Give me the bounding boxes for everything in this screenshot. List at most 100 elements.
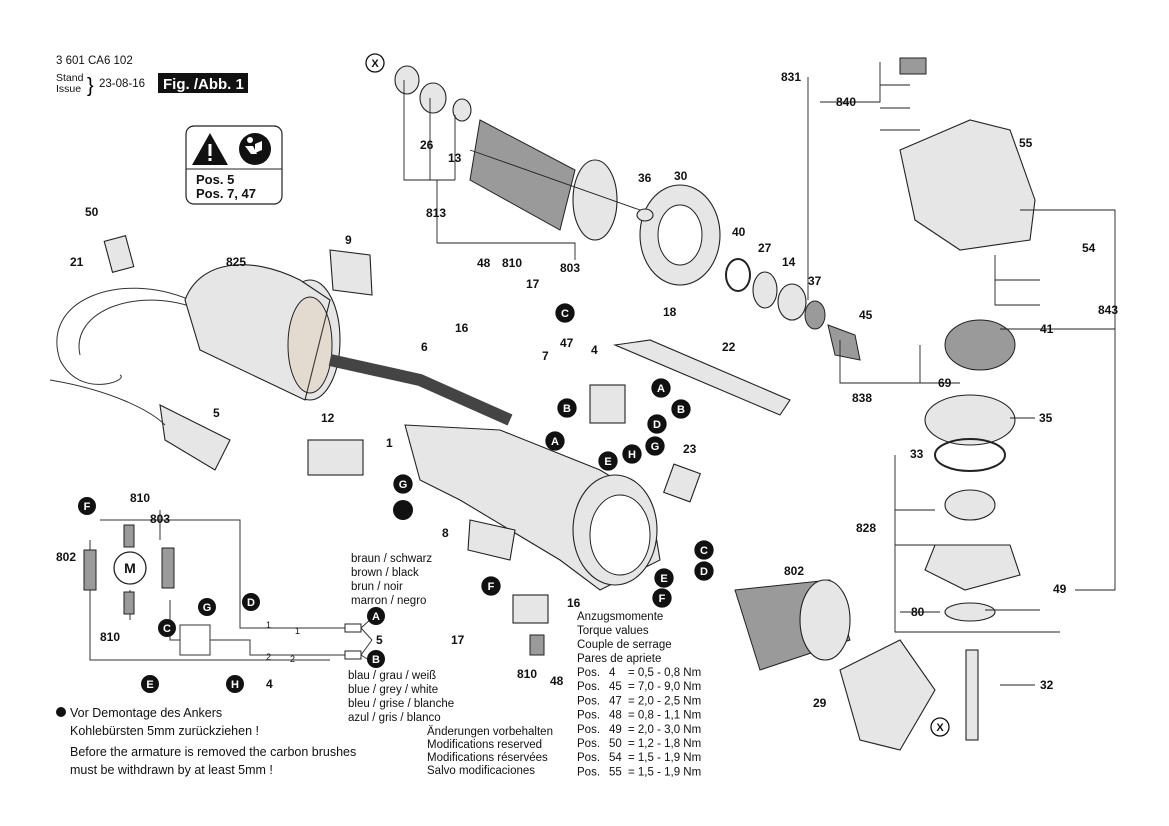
circuit-marker	[198, 598, 216, 616]
part-callout: 4	[591, 343, 598, 357]
part-callout: 17	[526, 277, 540, 291]
marker-circle	[365, 53, 385, 73]
part-callout: 54	[1082, 241, 1096, 255]
marker-circle	[930, 717, 950, 737]
footnote-de-1: Vor Demontage des Ankers	[70, 706, 222, 720]
part-callout: 35	[1039, 411, 1053, 425]
modifications-note: Änderungen vorbehalten Modifications res…	[427, 726, 553, 777]
brace: }	[87, 75, 94, 97]
torque-value: = 0,5 - 0,8 Nm	[628, 667, 701, 679]
torque-pos-number: 48	[609, 710, 622, 722]
torque-value: = 1,5 - 1,9 Nm	[628, 752, 701, 764]
marker-letter: C	[700, 545, 708, 557]
part-callout: 16	[567, 596, 581, 610]
torque-title: Couple de serrage	[577, 639, 672, 651]
marker-letter: C	[561, 308, 569, 320]
torque-pos: Pos.	[577, 766, 600, 778]
marker-circle	[622, 444, 642, 464]
wire-color-legend-top: braun / schwarz brown / black brun / noi…	[351, 553, 432, 607]
marker-letter: G	[651, 441, 660, 453]
marker-circle	[694, 561, 714, 581]
torque-title: Torque values	[577, 625, 649, 637]
modifications-line: Änderungen vorbehalten	[427, 726, 553, 738]
wiring-schematic	[83, 510, 373, 663]
part-callout: 30	[674, 169, 688, 183]
torque-values: Anzugsmomente Torque values Couple de se…	[577, 611, 701, 778]
circuit-marker	[158, 619, 176, 637]
circuit-marker	[242, 593, 260, 611]
terminal-number: 1	[266, 620, 271, 630]
torque-pos: Pos.	[577, 695, 600, 707]
torque-pos-number: 54	[609, 752, 622, 764]
marker-letter: A	[657, 383, 665, 395]
part-shapes	[49, 57, 1116, 751]
part-callout: 40	[732, 225, 746, 239]
figure-label: Fig. /Abb. 1	[163, 76, 244, 93]
torque-pos: Pos.	[577, 667, 600, 679]
part-callout: 840	[836, 95, 856, 109]
part-callout: 23	[683, 442, 697, 456]
marker-circle	[647, 414, 667, 434]
part-callout: 80	[911, 605, 925, 619]
wire-color: marron / negro	[351, 595, 426, 607]
warning-box: Pos. 5 Pos. 7, 47	[185, 125, 283, 205]
marker-circle	[598, 451, 618, 471]
torque-value: = 0,8 - 1,1 Nm	[628, 710, 701, 722]
figure-badge	[158, 73, 248, 93]
part-callout: 14	[782, 255, 796, 269]
part-callout: 838	[852, 391, 872, 405]
part-callout: 50	[85, 205, 99, 219]
circuit-label: 4	[266, 677, 273, 691]
part-callout: 9	[345, 233, 352, 247]
marker-letter: A	[551, 436, 559, 448]
part-callout: 33	[910, 447, 924, 461]
warning-pos-1: Pos. 5	[196, 172, 234, 187]
part-callout: 7	[542, 349, 549, 363]
torque-pos-number: 45	[609, 681, 622, 693]
modifications-line: Salvo modificaciones	[427, 765, 535, 777]
circuit-label: 810	[100, 630, 120, 644]
torque-pos: Pos.	[577, 681, 600, 693]
marker-letter: D	[700, 566, 708, 578]
part-callout: 49	[1053, 582, 1067, 596]
warning-triangle-icon	[192, 133, 228, 165]
part-callout: 843	[1098, 303, 1118, 317]
circuit-label: M	[124, 560, 136, 576]
stand-label: Stand	[56, 72, 84, 84]
modifications-line: Modifications réservées	[427, 752, 548, 764]
torque-pos-number: 50	[609, 738, 622, 750]
bullet-dot	[56, 707, 66, 717]
part-callout: 41	[1040, 322, 1054, 336]
torque-value: = 1,2 - 1,8 Nm	[628, 738, 701, 750]
torque-pos: Pos.	[577, 710, 600, 722]
part-callout: 13	[448, 151, 462, 165]
circuit-label: 802	[56, 550, 76, 564]
circuit-marker-letter: C	[163, 623, 171, 635]
circuit-marker-letter: G	[203, 602, 212, 614]
part-callout: 802	[784, 564, 804, 578]
marker-letter: X	[371, 58, 379, 70]
part-callout: 45	[859, 308, 873, 322]
wire-color: brun / noir	[351, 581, 403, 593]
marker-circle	[545, 431, 565, 451]
part-callout: 18	[663, 305, 677, 319]
marker-circle	[481, 576, 501, 596]
marker-letter: D	[653, 419, 661, 431]
torque-title: Pares de apriete	[577, 653, 661, 665]
torque-pos: Pos.	[577, 738, 600, 750]
part-callout: 48	[477, 256, 491, 270]
marker-letter: E	[660, 573, 667, 585]
armature-removal-dot	[393, 500, 413, 520]
part-callout: 803	[560, 261, 580, 275]
part-number: 3 601 CA6 102	[56, 55, 133, 67]
marker-letter: E	[604, 456, 611, 468]
marker-circle	[652, 588, 672, 608]
marker-circle	[557, 398, 577, 418]
circuit-marker-letter: B	[372, 654, 380, 666]
wire-color: blau / grau / weiß	[348, 670, 436, 682]
part-callout: 27	[758, 241, 772, 255]
wire-color: azul / gris / blanco	[348, 712, 441, 724]
